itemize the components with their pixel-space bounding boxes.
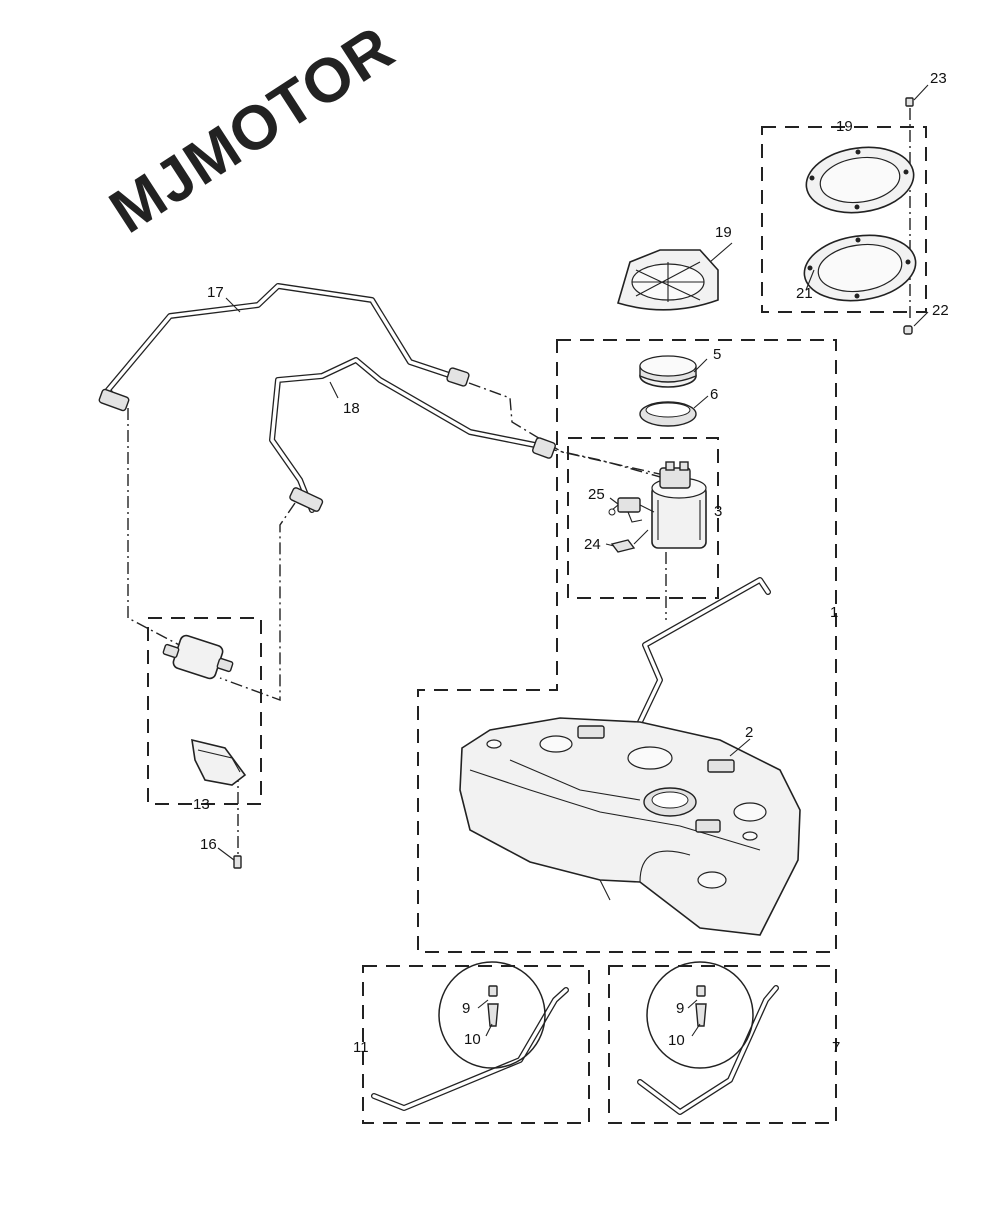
callout-22: 22 [932,302,949,319]
callout-1: 1 [830,604,838,621]
detail-circle-right [646,961,754,1069]
callout-17: 17 [207,284,224,301]
fuel-line-17 [98,283,470,412]
level-sender-25 [608,497,655,523]
group-box-gasket-kit [761,126,927,313]
callout-9-left: 9 [462,1000,470,1017]
screw-23 [905,97,914,107]
screw-22 [903,325,913,335]
callout-19-gasket: 19 [836,118,853,135]
callout-9-right: 9 [676,1000,684,1017]
callout-labels: 23 19 19 21 22 17 5 6 18 25 3 24 1 2 13 … [193,70,949,1056]
callout-7: 7 [832,1039,840,1056]
tank-strap-7 [637,985,779,1115]
leader-lines [217,84,929,1037]
filter-bracket [191,738,247,786]
group-box-fuel-pump-module [567,437,719,599]
fuel-tank-2 [459,717,801,936]
callout-11: 11 [353,1039,369,1056]
callout-10-left: 10 [464,1031,481,1048]
callout-23: 23 [930,70,947,87]
gasket-ring-21 [803,234,917,302]
callout-13: 13 [193,796,210,813]
callout-10-right: 10 [668,1032,685,1049]
callout-3: 3 [714,503,722,520]
callout-24: 24 [584,536,601,553]
group-box-fuel-tank-assembly [417,339,837,953]
callout-6: 6 [710,386,718,403]
lock-ring-5 [639,355,697,388]
group-box-fuel-filter [147,617,262,805]
connection-lines [127,108,911,855]
float-arm-24 [610,529,649,553]
group-box-strap-left [362,965,590,1124]
gasket-plate-19 [805,146,915,214]
callout-2: 2 [745,724,753,741]
callout-5: 5 [713,346,721,363]
callout-19-cover: 19 [715,224,732,241]
bolt-16 [233,855,242,869]
brand-logo-text: MJMOTOR [98,13,406,247]
callout-18: 18 [343,400,360,417]
fuel-pump-module-3 [651,461,707,549]
group-box-strap-right [608,965,837,1124]
fuel-line-18 [269,357,556,513]
seal-ring-6 [639,401,697,427]
callout-21: 21 [796,285,813,302]
callout-25: 25 [588,486,605,503]
tank-vent-pipe [637,577,771,725]
pump-cover-19 [617,249,719,311]
detail-circle-left [438,961,546,1069]
fuel-filter [162,634,234,680]
callout-16: 16 [200,836,217,853]
brand-logo: MJMOTOR [98,13,406,247]
